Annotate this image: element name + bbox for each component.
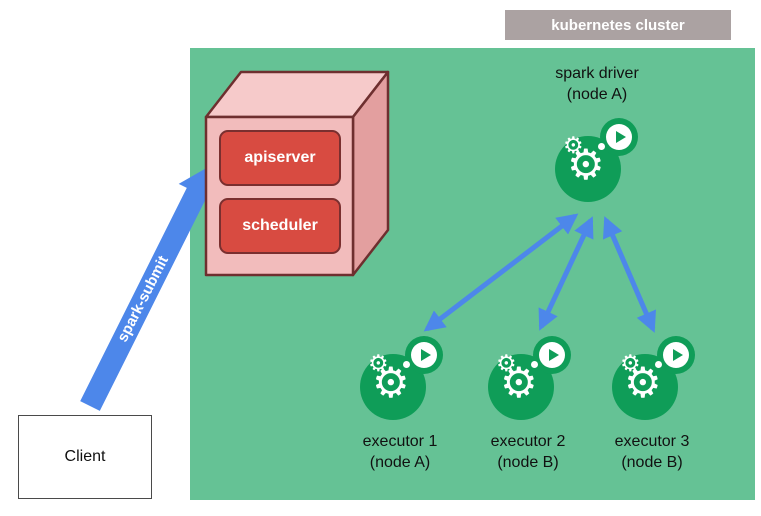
gear-dot-icon [655,361,662,368]
spark-driver-label: spark driver (node A) [497,64,697,106]
executor3-node: (node B) [621,453,683,471]
gear-icon: ⚙ [372,359,410,406]
gear-dot-icon [403,361,410,368]
executor2-label: executor 2 (node B) [458,432,598,474]
apiserver-box: apiserver [219,130,341,186]
play-icon [411,342,437,368]
gear-icon: ⚙ [500,359,538,406]
executor1-node: (node A) [369,453,431,471]
spark-submit-label: spark-submit [114,253,172,345]
gear-icon: ⚙ [496,350,517,376]
play-icon [606,124,632,150]
scheduler-box: scheduler [219,198,341,254]
executor1-label: executor 1 (node A) [330,432,470,474]
play-triangle [616,131,626,143]
client-box: Client [18,415,152,499]
spark-driver-name: spark driver [555,65,639,82]
gear-dot-icon [531,361,538,368]
spark-driver-icon: ⚙ ⚙ [553,116,641,204]
gear-icon: ⚙ [368,350,389,376]
executor3-name: executor 3 [614,433,690,450]
gear-dot-icon [598,143,605,150]
executor3-label: executor 3 (node B) [582,432,722,474]
executor1-name: executor 1 [362,433,438,450]
executor2-name: executor 2 [490,433,566,450]
play-triangle [549,349,559,361]
gear-icon: ⚙ [567,141,605,188]
executor2-icon: ⚙ ⚙ [486,334,574,422]
play-icon [663,342,689,368]
executor2-node: (node B) [497,453,559,471]
gear-icon: ⚙ [563,132,584,158]
executor3-icon: ⚙ ⚙ [610,334,698,422]
play-icon [539,342,565,368]
executor1-icon: ⚙ ⚙ [358,334,446,422]
gear-icon: ⚙ [620,350,641,376]
gear-icon: ⚙ [624,359,662,406]
play-triangle [673,349,683,361]
play-triangle [421,349,431,361]
spark-driver-node: (node A) [566,85,628,103]
kubernetes-cluster-label: kubernetes cluster [505,10,731,40]
